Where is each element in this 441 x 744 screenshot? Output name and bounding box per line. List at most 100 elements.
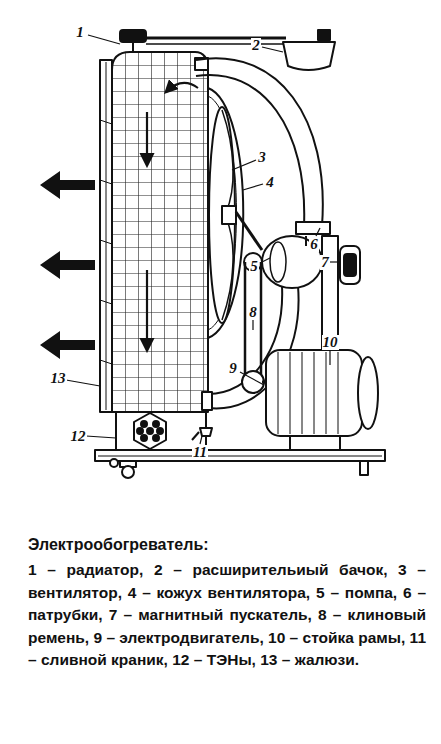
base-frame — [98, 456, 382, 457]
leader-lines — [88, 35, 120, 44]
louvers — [100, 180, 112, 184]
pump — [262, 236, 322, 288]
louvers — [100, 120, 112, 124]
electric-motor — [290, 352, 291, 434]
leader-lines — [243, 184, 263, 190]
drain-valve — [205, 412, 207, 428]
flow-arrows — [146, 270, 148, 350]
expansion-tank — [146, 37, 286, 40]
heating-elements — [134, 413, 166, 449]
electric-motor — [314, 352, 315, 434]
airflow-arrows — [40, 171, 95, 199]
upper-pipe — [296, 222, 330, 234]
fan — [209, 107, 236, 323]
magnetic-starter — [340, 246, 360, 284]
leader-lines — [316, 228, 320, 236]
airflow-arrows — [40, 171, 95, 359]
pump — [262, 236, 322, 288]
callout-number: 2 — [251, 38, 261, 53]
airflow-arrows — [40, 331, 95, 359]
callout-number: 3 — [257, 150, 267, 165]
heating-elements — [137, 428, 143, 434]
pump — [270, 242, 286, 282]
callout-number: 1 — [75, 25, 85, 40]
drain-valve — [192, 412, 212, 440]
heater-illustration — [40, 30, 385, 478]
base-frame — [110, 459, 118, 467]
fan — [209, 107, 235, 323]
expansion-tank — [146, 43, 286, 45]
shaft — [236, 212, 262, 250]
electric-motor — [278, 352, 279, 434]
callout-number: 11 — [192, 445, 208, 460]
radiator — [132, 42, 134, 52]
louvers — [100, 240, 112, 244]
leader-lines — [232, 160, 256, 170]
electric-motor — [290, 436, 340, 450]
electric-motor — [358, 357, 378, 429]
leader-lines — [240, 372, 264, 385]
leader-lines — [262, 47, 283, 52]
expansion-tank — [318, 30, 330, 40]
electric-motor — [338, 352, 339, 434]
drain-valve — [192, 432, 199, 440]
pump — [305, 236, 307, 246]
leader-lines — [200, 436, 202, 444]
base-frame — [95, 450, 385, 478]
airflow-arrows — [40, 251, 95, 279]
v-belt — [242, 253, 264, 393]
fan-shroud — [208, 96, 237, 330]
expansion-tank — [146, 30, 335, 70]
radiator — [100, 30, 208, 412]
leader-lines — [66, 380, 100, 386]
leader-lines — [330, 261, 340, 262]
leader-lines — [262, 258, 270, 262]
leader-lines — [66, 35, 340, 444]
callout-number: 8 — [248, 305, 258, 320]
radiator — [120, 30, 146, 42]
electric-motor — [326, 352, 327, 434]
callout-number: 12 — [70, 429, 87, 444]
base-frame — [122, 466, 134, 478]
drain-valve — [200, 428, 212, 436]
base-frame — [95, 450, 385, 461]
callout-number: 4 — [265, 175, 275, 190]
electric-motor — [266, 350, 362, 436]
caption-title: Электрообогреватель: — [28, 536, 426, 554]
flow-arrows — [146, 112, 148, 165]
callout-number: 10 — [322, 335, 339, 350]
magnetic-starter — [340, 246, 360, 284]
fan — [222, 218, 233, 320]
v-belt — [244, 262, 247, 382]
radiator — [106, 62, 107, 410]
v-belt — [260, 262, 263, 382]
radiator — [100, 60, 112, 412]
flow-arrow — [166, 83, 198, 92]
base-frame — [360, 461, 368, 475]
electric-motor — [302, 352, 303, 434]
fan — [222, 206, 236, 224]
fan — [222, 110, 233, 212]
heating-elements — [147, 428, 153, 434]
callout-number: 5 — [249, 259, 259, 274]
expansion-tank — [283, 42, 335, 70]
heating-elements — [153, 435, 159, 441]
radiator — [112, 52, 208, 412]
callout-number: 6 — [309, 237, 319, 252]
heating-elements — [141, 435, 147, 441]
caption-text: 1 – радиатор, 2 – расширительиый бачок, … — [28, 559, 426, 672]
upper-pipe — [196, 75, 304, 226]
callout-number: 13 — [50, 371, 67, 386]
louvers — [100, 360, 112, 364]
leader-lines — [329, 350, 330, 365]
leader-lines — [252, 320, 253, 330]
leader-lines — [86, 436, 116, 438]
heating-elements — [153, 421, 159, 427]
electric-motor — [262, 381, 266, 384]
louvers — [100, 300, 112, 304]
louvers — [100, 120, 112, 364]
heating-elements — [157, 428, 163, 434]
upper-pipe — [196, 58, 323, 226]
callout-number: 9 — [228, 361, 238, 376]
